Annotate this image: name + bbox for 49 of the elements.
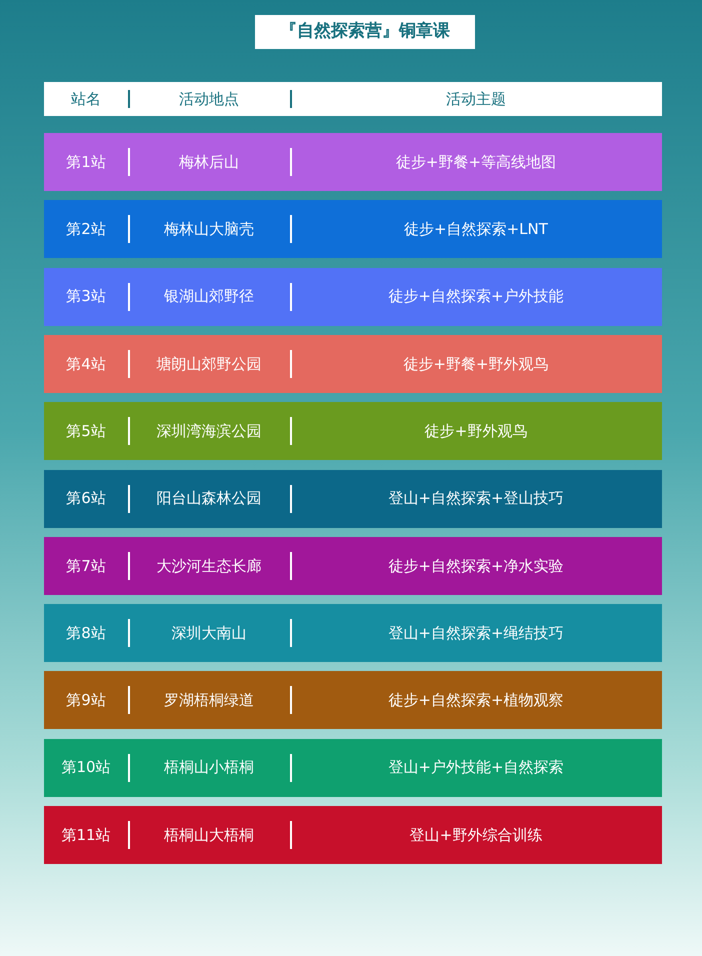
location-text: 活动地点 — [179, 88, 239, 110]
location-text: 梅林后山 — [179, 152, 239, 173]
station-name: 第3站 — [66, 286, 106, 308]
station-bar — [44, 536, 662, 595]
location-text: 深圳大南山 — [172, 622, 246, 644]
activity-text: 徒步+野餐+等高线地图 — [396, 152, 556, 173]
activity-text: 登山+野外综合训练 — [410, 824, 542, 846]
station-name: 第5站 — [66, 420, 106, 442]
activity-text: 徒步+野外观鸟 — [424, 420, 528, 442]
location-text: 塘朗山郊野公园 — [156, 354, 262, 375]
location-text: 罗湖梧桐绿道 — [164, 690, 254, 712]
location-text: 深圳湾海滨公园 — [156, 420, 262, 442]
station-bar — [44, 133, 662, 191]
location-text: 银湖山郊野径 — [164, 286, 254, 308]
location-text: 梅林山大脑壳 — [164, 219, 254, 240]
station-name: 第4站 — [66, 354, 106, 375]
location-text: 梧桐山小梧桐 — [164, 757, 254, 778]
station-bar — [44, 402, 662, 460]
station-bar — [44, 268, 662, 326]
station-name: 站名 — [71, 88, 101, 110]
station-name: 第1站 — [66, 152, 106, 173]
station-bar — [44, 200, 662, 258]
station-name: 第10站 — [61, 757, 111, 778]
activity-text: 徒步+野餐+野外观鸟 — [403, 354, 549, 375]
station-bar — [44, 470, 662, 528]
header-bar — [44, 82, 662, 116]
location-text: 梧桐山大梧桐 — [164, 824, 254, 846]
station-name: 第9站 — [66, 690, 106, 712]
station-bar — [44, 604, 662, 662]
activity-text: 登山+自然探索+登山技巧 — [388, 488, 564, 510]
station-bar — [44, 806, 662, 864]
station-name: 第7站 — [66, 556, 106, 577]
station-name: 第8站 — [66, 622, 106, 644]
activity-text: 徒步+自然探索+户外技能 — [388, 286, 564, 308]
activity-text: 徒步+自然探索+植物观察 — [388, 690, 564, 712]
station-name: 第6站 — [66, 488, 106, 510]
station-bar — [44, 334, 662, 393]
activity-text: 登山+户外技能+自然探索 — [388, 757, 564, 778]
location-text: 阳台山森林公园 — [156, 488, 262, 510]
station-bar — [44, 671, 662, 730]
location-text: 大沙河生态长廊 — [156, 556, 262, 577]
station-name: 第11站 — [61, 824, 111, 846]
station-name: 第2站 — [66, 219, 106, 240]
title-banner: 『自然探索营』铜章课 — [255, 15, 475, 49]
activity-text: 活动主题 — [446, 88, 506, 110]
activity-text: 徒步+自然探索+LNT — [404, 219, 548, 240]
activity-text: 登山+自然探索+绳结技巧 — [388, 622, 564, 644]
station-bar — [44, 738, 662, 797]
activity-text: 徒步+自然探索+净水实验 — [388, 556, 564, 577]
